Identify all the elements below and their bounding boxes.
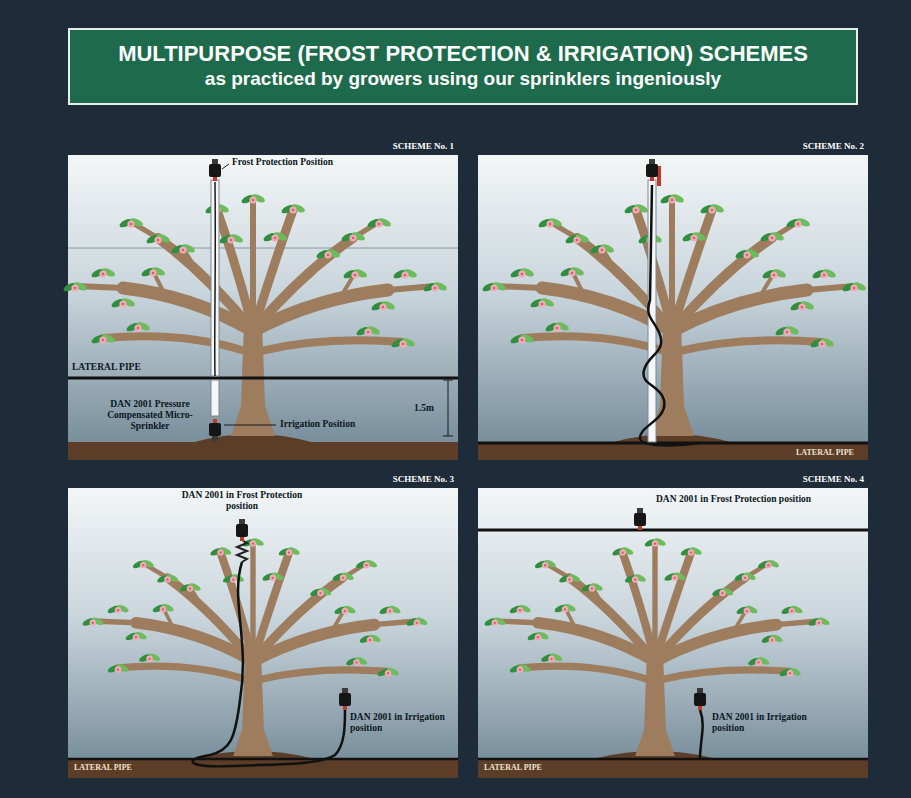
position-label: DAN 2001 in Frost Protection position <box>167 490 317 512</box>
position-label: DAN 2001 in Irrigation position <box>350 712 454 734</box>
sprinkler <box>694 688 706 710</box>
tree <box>62 192 448 436</box>
position-label: Irrigation Position <box>280 419 355 430</box>
tree <box>481 192 867 436</box>
title-banner: MULTIPURPOSE (FROST PROTECTION & IRRIGAT… <box>68 28 858 105</box>
leader-line <box>222 164 229 169</box>
lateral-pipe <box>478 758 868 761</box>
pipe-label: LATERAL PIPE <box>72 362 141 373</box>
riser-tube <box>211 380 219 416</box>
hose <box>214 182 216 376</box>
dimension-tick <box>443 380 453 381</box>
panel-background <box>478 488 868 778</box>
leader-line <box>224 425 276 426</box>
sprinkler <box>236 519 248 541</box>
lateral-pipe <box>68 758 458 761</box>
sprinkler <box>634 508 646 530</box>
scheme-heading: SCHEME No. 3 <box>393 474 454 485</box>
tree <box>483 537 830 756</box>
scheme-heading: SCHEME No. 2 <box>803 141 864 152</box>
panel-background <box>68 488 458 778</box>
hose <box>193 562 345 766</box>
soil <box>478 434 868 460</box>
product-label: DAN 2001 Pressure Compensated Micro-Spri… <box>96 399 204 432</box>
pipe-label: LATERAL PIPE <box>484 763 542 773</box>
title-text: MULTIPURPOSE (FROST PROTECTION & IRRIGAT… <box>70 40 856 67</box>
position-label: Frost Protection Position <box>232 157 333 168</box>
sprinkler <box>339 688 351 710</box>
pipe-label: LATERAL PIPE <box>74 763 132 773</box>
scheme-panel: SCHEME No. 4 <box>478 473 868 778</box>
subtitle: as practiced by growers using our sprink… <box>70 67 856 91</box>
hose <box>640 185 700 445</box>
sprinkler <box>209 159 221 181</box>
sprinkler <box>646 159 658 181</box>
sprinkler-symbol <box>209 419 221 441</box>
pipe-label: LATERAL PIPE <box>796 448 854 458</box>
scheme-heading: SCHEME No. 1 <box>393 141 454 152</box>
scheme-panel: SCHEME No. 3 <box>68 473 458 778</box>
frost-level-line <box>68 248 458 249</box>
position-label: DAN 2001 in Frost Protection position <box>656 494 816 505</box>
sprinkler <box>209 419 221 441</box>
dimension-tick <box>443 436 453 437</box>
scheme-heading: SCHEME No. 4 <box>803 474 864 485</box>
lateral-pipe <box>68 377 458 380</box>
soil <box>68 434 458 460</box>
overhead-pipe <box>478 529 868 532</box>
dimension-line <box>448 380 449 436</box>
dimension-label: 1.5m <box>414 403 434 414</box>
panel-background <box>478 155 868 460</box>
position-label: DAN 2001 in Irrigation position <box>712 712 824 734</box>
scheme-panel: SCHEME No. 2 <box>478 140 868 460</box>
hose <box>700 710 703 759</box>
lateral-pipe <box>478 442 868 445</box>
spring-coil <box>237 540 247 562</box>
riser-tube <box>211 180 219 376</box>
